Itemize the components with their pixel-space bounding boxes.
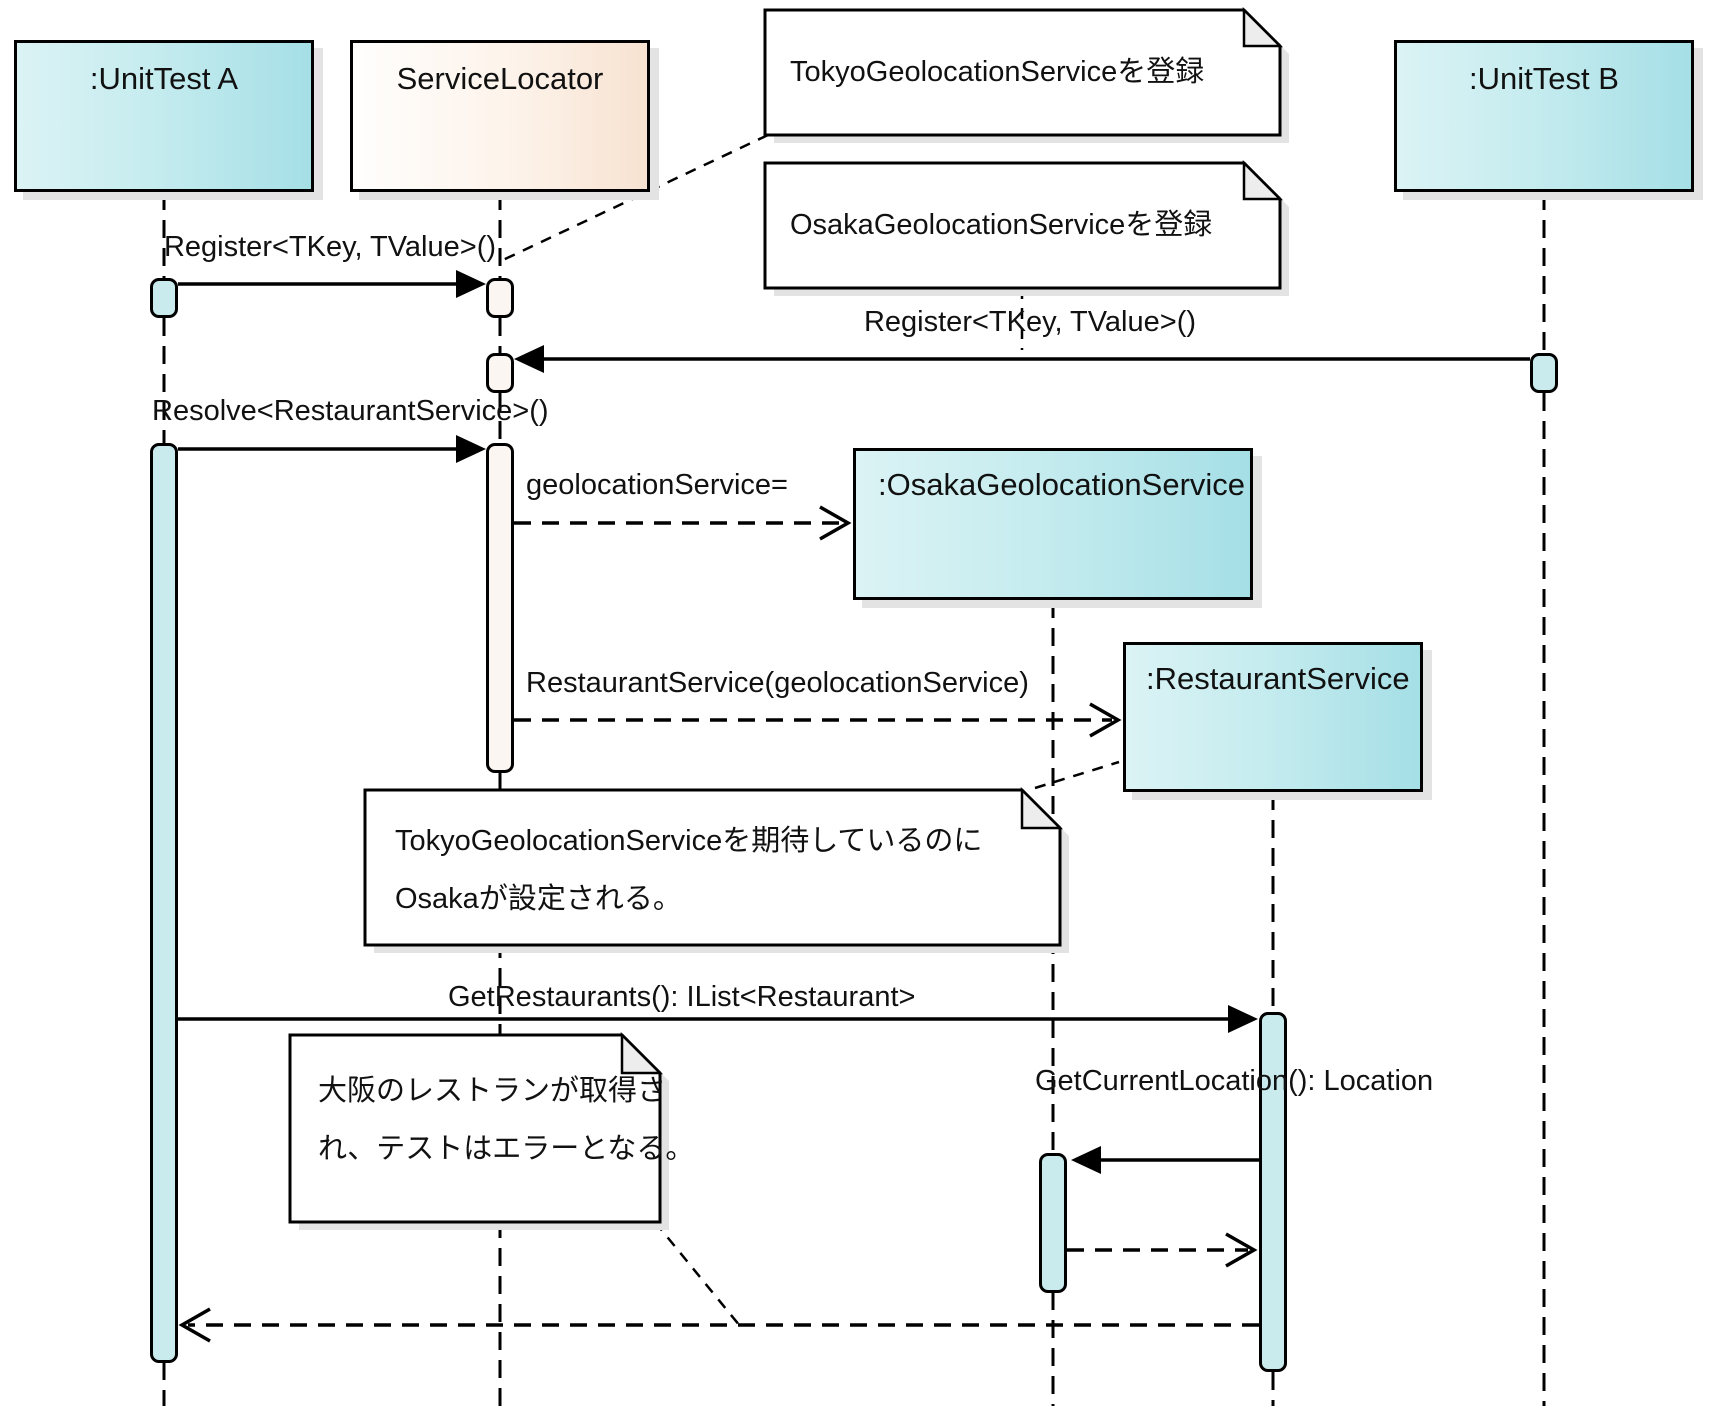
message-arrow-get-current-location[interactable] [1071, 1146, 1259, 1174]
return-arrow-restaurants[interactable] [178, 1307, 1259, 1343]
return-arrow-location[interactable] [1067, 1232, 1258, 1268]
actor-box-unittest-b[interactable]: :UnitTest B [1394, 40, 1694, 192]
note-text-test-error: 大阪のレストランが取得さ れ、テストはエラーとなる。 [318, 1062, 694, 1178]
object-label-restaurant-service: :RestaurantService [1146, 661, 1410, 696]
message-arrow-register-a[interactable] [178, 270, 486, 298]
note-connector-expectation [1034, 760, 1120, 790]
actor-label-unittest-a: :UnitTest A [89, 61, 239, 96]
message-label-resolve[interactable]: Resolve<RestaurantService>() [152, 395, 549, 427]
note-text-expectation: TokyoGeolocationServiceを期待しているのに Osakaが設… [395, 812, 982, 928]
note-osaka-register[interactable] [763, 159, 1289, 296]
note-connector-test-error [654, 1221, 741, 1327]
activation-unittest-b-register[interactable] [1530, 353, 1558, 393]
note-text-osaka-register: OsakaGeolocationServiceを登録 [790, 209, 1213, 241]
message-arrow-resolve[interactable] [178, 435, 486, 463]
message-label-restaurant-ctor[interactable]: RestaurantService(geolocationService) [526, 667, 1029, 699]
message-arrow-get-restaurants[interactable] [178, 1005, 1258, 1033]
actor-box-unittest-a[interactable]: :UnitTest A [14, 40, 314, 192]
message-label-get-restaurants[interactable]: GetRestaurants(): IList<Restaurant> [448, 981, 916, 1013]
object-label-osaka-geolocation-service: :OsakaGeolocationService [878, 467, 1246, 502]
note-connector-tokyo [502, 133, 769, 262]
activation-service-locator-register-a[interactable] [486, 278, 514, 318]
activation-service-locator-register-b[interactable] [486, 353, 514, 393]
activation-unittest-a-main[interactable] [150, 443, 178, 1363]
activation-service-locator-resolve[interactable] [486, 443, 514, 773]
message-label-get-current-location[interactable]: GetCurrentLocation(): Location [1035, 1065, 1434, 1097]
message-label-geolocation-assign[interactable]: geolocationService= [526, 469, 788, 501]
note-text-test-error-line1: 大阪のレストランが取得さ [318, 1075, 667, 1107]
object-box-restaurant-service[interactable]: :RestaurantService [1123, 642, 1423, 792]
message-label-register-b[interactable]: Register<TKey, TValue>() [863, 306, 1197, 338]
actor-box-service-locator[interactable]: ServiceLocator [350, 40, 650, 192]
note-text-test-error-line2: れ、テストはエラーとなる。 [318, 1133, 695, 1165]
message-arrow-geolocation-assign[interactable] [514, 505, 852, 541]
note-text-expectation-line2: Osakaが設定される。 [395, 883, 682, 915]
actor-label-unittest-b: :UnitTest B [1469, 61, 1619, 96]
note-tokyo-register[interactable] [763, 6, 1289, 143]
object-box-osaka-geolocation-service[interactable]: :OsakaGeolocationService [853, 448, 1253, 600]
note-text-expectation-line1: TokyoGeolocationServiceを期待しているのに [395, 825, 983, 857]
note-expectation[interactable] [363, 786, 1069, 953]
actor-label-service-locator: ServiceLocator [396, 61, 604, 96]
activation-osaka-get-current-location[interactable] [1039, 1153, 1067, 1293]
activation-unittest-a-register[interactable] [150, 278, 178, 318]
note-test-error[interactable] [288, 1031, 669, 1230]
note-text-tokyo-register: TokyoGeolocationServiceを登録 [790, 56, 1205, 88]
activation-restaurant-get-restaurants[interactable] [1259, 1012, 1287, 1372]
message-arrow-register-b[interactable] [514, 345, 1530, 373]
message-label-register-a[interactable]: Register<TKey, TValue>() [163, 231, 497, 263]
message-arrow-restaurant-ctor[interactable] [514, 702, 1122, 738]
